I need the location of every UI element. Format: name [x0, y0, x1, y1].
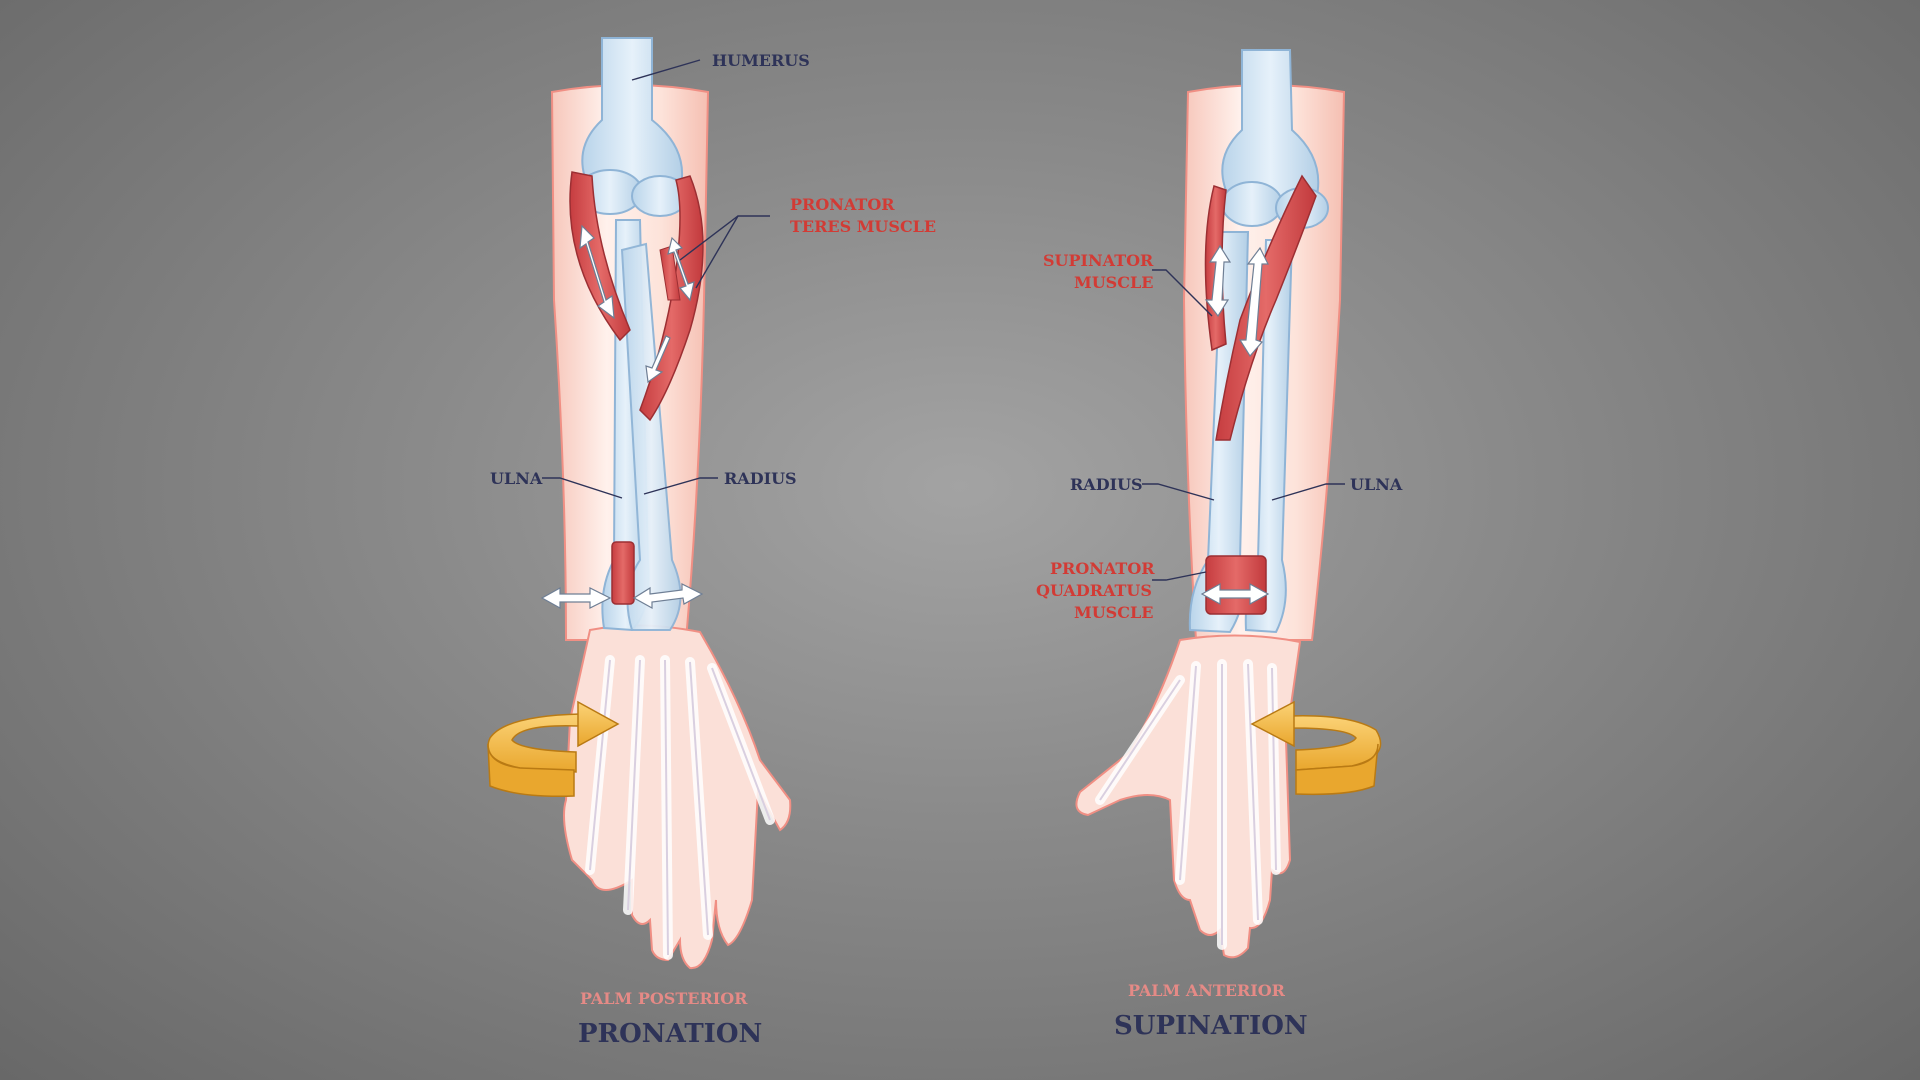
subtitle-palm-anterior: PALM ANTERIOR: [1128, 981, 1286, 1000]
curved-rotation-arrow-icon: [487, 700, 620, 798]
left-labels: HUMERUS PRONATOR TERES MUSCLE ULNA RADIU…: [490, 51, 936, 1049]
right-pronator-quadratus-muscle: [1205, 555, 1267, 615]
left-pronator-teres-muscle-outer: [569, 171, 631, 342]
left-hand: [563, 624, 792, 970]
label-pronator-quadratus-line3: MUSCLE: [1074, 603, 1153, 622]
label-pronator-teres-line2: TERES MUSCLE: [790, 217, 936, 236]
label-radius: RADIUS: [724, 469, 797, 488]
right-labels: SUPINATOR MUSCLE RADIUS ULNA PRONATOR QU…: [1036, 251, 1403, 1041]
label-pronator-quadratus-line1: PRONATOR: [1050, 559, 1155, 578]
pronation-figure: [487, 37, 792, 970]
label-ulna-right: ULNA: [1350, 475, 1403, 494]
label-supinator-line2: MUSCLE: [1074, 273, 1153, 292]
title-supination: SUPINATION: [1114, 1011, 1308, 1041]
left-pronator-quadratus-muscle: [611, 541, 635, 605]
double-headed-arrow-icon: [540, 224, 704, 610]
title-pronation: PRONATION: [578, 1019, 762, 1049]
supination-figure: [1075, 49, 1382, 959]
label-pronator-quadratus-line2: QUADRATUS: [1036, 581, 1152, 600]
double-headed-arrow-icon-right: [1200, 244, 1270, 606]
label-ulna: ULNA: [490, 469, 543, 488]
subtitle-palm-posterior: PALM POSTERIOR: [580, 989, 748, 1008]
right-hand: [1075, 634, 1302, 959]
label-radius-right: RADIUS: [1070, 475, 1143, 494]
label-supinator-line1: SUPINATOR: [1043, 251, 1154, 270]
label-pronator-teres-line1: PRONATOR: [790, 195, 895, 214]
curved-rotation-arrow-icon-right: [1250, 700, 1382, 796]
label-humerus: HUMERUS: [712, 51, 810, 70]
